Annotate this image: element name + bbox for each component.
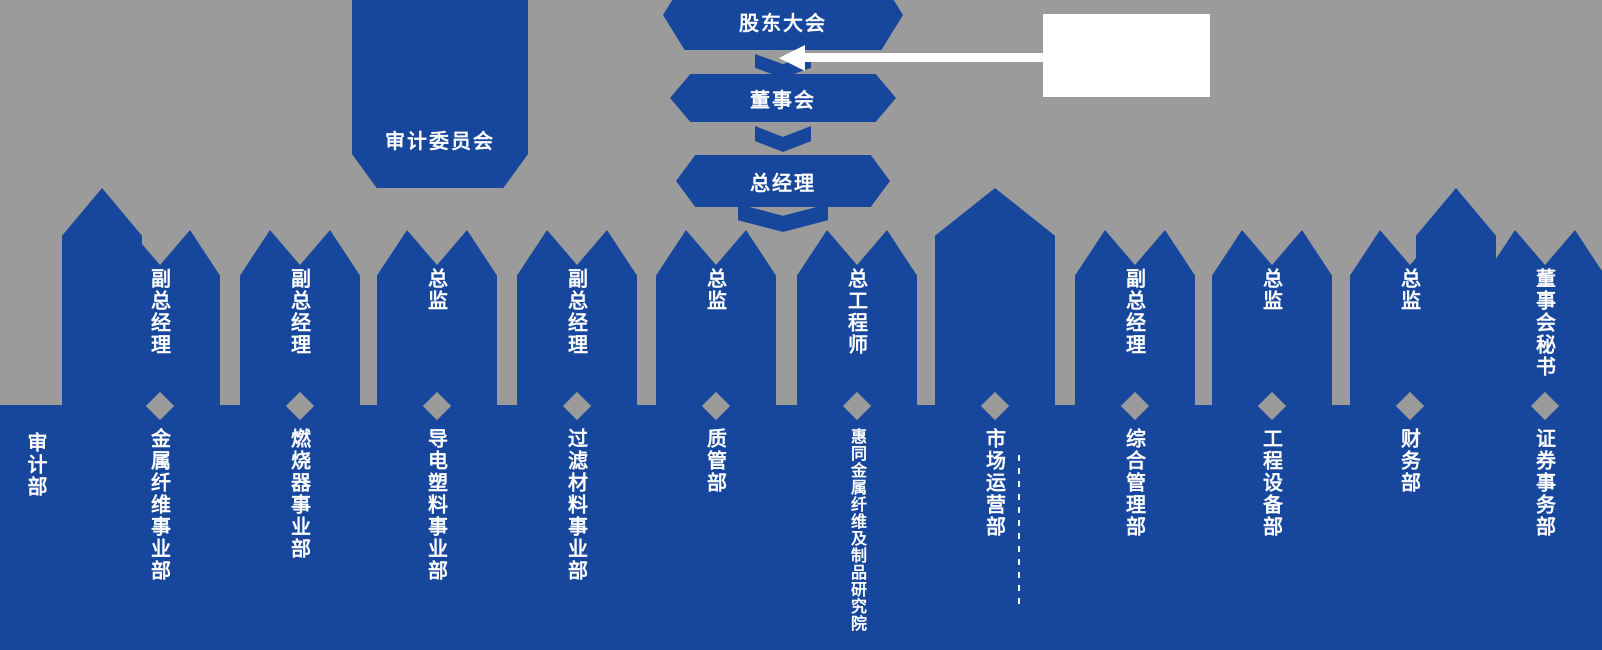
role-title: 总监 (1259, 268, 1284, 312)
role-title: 总监 (424, 268, 449, 312)
department-label: 质管部 (703, 428, 728, 494)
role-title: 总工程师 (844, 268, 869, 356)
role-title: 副总经理 (1122, 268, 1147, 356)
department-label: 过滤材料事业部 (564, 428, 589, 582)
column-shape (656, 230, 776, 405)
column-pennant-shape (935, 188, 1055, 405)
department-label: 导电塑料事业部 (424, 428, 449, 582)
node-board-of-directors: 董事会 (670, 74, 896, 122)
org-column-11: 董事会秘书证券事务部 (1485, 188, 1602, 650)
org-column-7: 市场运营部 (935, 188, 1055, 650)
org-column-9: 总监工程设备部 (1212, 188, 1332, 650)
column-shape (1350, 230, 1470, 405)
role-title: 副总经理 (564, 268, 589, 356)
column-shape (377, 230, 497, 405)
department-label: 燃烧器事业部 (287, 428, 312, 560)
org-column-1: 副总经理金属纤维事业部 (100, 188, 220, 650)
role-title: 副总经理 (147, 268, 172, 356)
org-column-3: 总监导电塑料事业部 (377, 188, 497, 650)
node-audit-committee: 审计委员会 (352, 0, 528, 188)
org-column-2: 副总经理燃烧器事业部 (240, 188, 360, 650)
org-column-6: 总工程师惠同金属纤维及制品研究院 (797, 188, 917, 650)
department-label: 金属纤维事业部 (147, 428, 172, 582)
department-label: 审计部 (24, 432, 48, 498)
node-shareholders-label: 股东大会 (739, 10, 827, 35)
role-title: 总监 (703, 268, 728, 312)
column-shape (1212, 230, 1332, 405)
department-label: 工程设备部 (1259, 428, 1284, 538)
node-general-manager: 总经理 (676, 155, 890, 207)
role-title: 副总经理 (287, 268, 312, 356)
department-label: 综合管理部 (1122, 428, 1147, 538)
department-label: 证券事务部 (1532, 428, 1557, 538)
chevron-down-icon (755, 126, 811, 152)
department-label: 市场运营部 (982, 428, 1007, 538)
org-column-10: 总监财务部 (1350, 188, 1470, 650)
org-column-5: 总监质管部 (656, 188, 776, 650)
audit-department: 审计部 (0, 188, 60, 650)
role-title: 总监 (1397, 268, 1422, 312)
node-gm-label: 总经理 (750, 170, 816, 195)
dashed-line-decoration (1018, 455, 1020, 607)
blank-callout-box (1043, 14, 1210, 97)
node-shareholders-meeting: 股东大会 (663, 0, 903, 50)
department-band (0, 405, 1602, 650)
arrow-left-icon (779, 45, 805, 71)
role-title: 董事会秘书 (1532, 268, 1557, 378)
audit-committee-label: 审计委员会 (385, 129, 495, 153)
department-label: 财务部 (1397, 428, 1422, 494)
arrow-shaft (800, 53, 1046, 62)
org-column-8: 副总经理综合管理部 (1075, 188, 1195, 650)
department-label: 惠同金属纤维及制品研究院 (848, 428, 867, 632)
node-board-label: 董事会 (750, 87, 816, 112)
org-column-4: 副总经理过滤材料事业部 (517, 188, 637, 650)
